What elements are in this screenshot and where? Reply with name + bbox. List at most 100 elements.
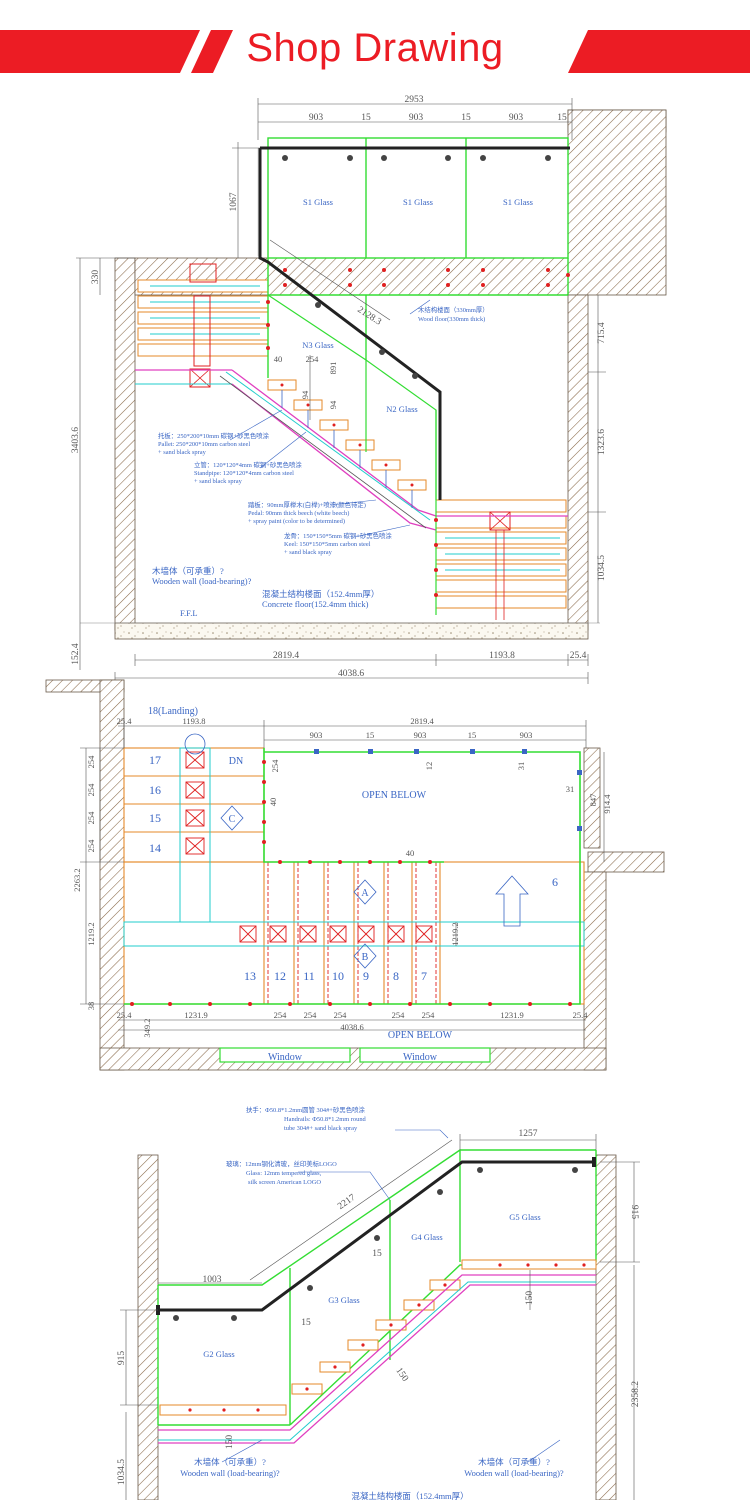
elevation-leaders xyxy=(229,299,431,538)
sec-dim-150-b: 150 xyxy=(393,1366,410,1384)
handrail-brackets xyxy=(282,155,551,379)
sec-dim-1034: 1034.5 xyxy=(117,1459,127,1485)
dim-94-b: 94 xyxy=(328,400,338,409)
dim-bottom-1193: 1193.8 xyxy=(489,651,515,661)
plan-dim-40-b: 40 xyxy=(406,848,415,858)
step-16: 16 xyxy=(149,783,161,797)
note-keel-en-1: Keel: 150*150*5mm carbon steel xyxy=(284,541,371,548)
dim-891: 891 xyxy=(328,362,338,375)
label-ffl: F.F.L xyxy=(180,608,198,618)
section-handrail xyxy=(158,1160,596,1312)
right-upper-block xyxy=(567,109,667,296)
sec-dim-150-a: 150 xyxy=(525,1291,535,1306)
note-handrail-en-2: tube 304#+ sand black spray xyxy=(284,1125,358,1132)
step-edges xyxy=(267,862,437,1004)
section-leaders xyxy=(221,1129,561,1463)
window-1 xyxy=(219,1047,351,1063)
plan-dim-b-254-e: 254 xyxy=(422,1010,436,1020)
note-pallet-en-2: + sand black spray xyxy=(158,449,207,456)
sec-dim-1257: 1257 xyxy=(519,1129,538,1139)
banner-right-bar xyxy=(568,30,750,73)
note-concrete-en: Concrete floor(152.4mm thick) xyxy=(262,599,369,609)
note-concrete-section: 混凝土结构楼面（152.4mm厚） xyxy=(351,1491,468,1500)
dim-gap-2: 15 xyxy=(461,113,471,123)
dim-h-152: 152.4 xyxy=(71,643,81,665)
section-right-wall xyxy=(595,1154,617,1500)
plan-dim-38: 38 xyxy=(86,1002,96,1011)
dn-label: DN xyxy=(229,756,243,767)
banner-left-bar xyxy=(0,30,200,73)
section-stringer-top xyxy=(158,1274,596,1431)
s1-glass-frame xyxy=(267,137,569,259)
note-wall-1-cn: 木墙体（可承重）? xyxy=(194,1457,266,1467)
step-15: 15 xyxy=(149,811,161,825)
note-pedal-cn: 踏板：90mm厚榉木(白榉)+喷漆(颜色待定) xyxy=(248,500,366,509)
header-banner: Shop Drawing xyxy=(0,0,750,100)
left-wall-hatch xyxy=(114,257,136,631)
note-pedal-en-1: Pedal: 90mm thick beech (white beech) xyxy=(248,510,349,517)
plan-dim-25: 25.4 xyxy=(117,716,133,726)
dim-bottom-4038: 4038.6 xyxy=(338,669,364,679)
elevation-dimension-lines xyxy=(76,98,606,684)
plan-dim-31-b: 31 xyxy=(566,784,575,794)
plan-glass-inner xyxy=(263,748,444,863)
marker-c-diamond xyxy=(220,805,244,831)
plan-right-upper-wall xyxy=(583,747,601,849)
note-wood-floor-en: Wood floor(330mm thick) xyxy=(418,316,485,323)
plan-dim-b-1231-b: 1231.9 xyxy=(500,1010,523,1020)
step-7: 7 xyxy=(421,969,427,983)
stringer-cyan xyxy=(225,371,431,521)
sec-dim-1003: 1003 xyxy=(203,1275,222,1285)
note-wall-2-cn: 木墙体（可承重）? xyxy=(478,1457,550,1467)
plan-bottom-wall xyxy=(99,1047,607,1071)
label-s1-glass-c: S1 Glass xyxy=(503,197,533,207)
plan-view: A B C 18(Landing) 25.4 1193.8 2819.4 903… xyxy=(45,679,665,1071)
step-11: 11 xyxy=(303,969,315,983)
note-standpipe-en-2: + sand black spray xyxy=(194,478,243,485)
marker-c: C xyxy=(229,814,236,825)
plan-dim-254-b: 254 xyxy=(86,783,96,797)
dim-seg-1: 903 xyxy=(309,113,324,123)
right-wall-hatch xyxy=(567,294,589,631)
plan-glass-outer xyxy=(124,751,581,1005)
note-wall-en: Wooden wall (load-bearing)? xyxy=(152,576,252,586)
landing-post-circle xyxy=(184,733,206,755)
dim-h-330: 330 xyxy=(91,270,101,285)
plan-clamps xyxy=(130,760,572,1006)
plan-dim-15-a: 15 xyxy=(366,730,375,740)
note-pedal-en-2: + spray paint (color to be determined) xyxy=(248,518,345,525)
note-glass-en-1: Glass: 12mm tempered glass, xyxy=(246,1170,322,1177)
note-wood-floor-cn: 木结构楼面（330mm厚） xyxy=(418,305,489,314)
window-2 xyxy=(359,1047,491,1063)
note-wall-2-en: Wooden wall (load-bearing)? xyxy=(464,1468,564,1478)
note-pallet-en-1: Pallet: 250*200*10mm carbon steel xyxy=(158,441,250,448)
dim-h-715: 715.4 xyxy=(597,322,607,344)
note-keel-en-2: + sand black spray xyxy=(284,549,333,556)
note-glass-en-2: silk screen American LOGO xyxy=(248,1179,321,1186)
section-view: 1257 915 2217 15 1003 15 150 150 915 150… xyxy=(117,1105,641,1500)
plan-dim-b-1231: 1231.9 xyxy=(184,1010,207,1020)
label-n2-glass: N2 Glass xyxy=(386,404,417,414)
label-g3-glass: G3 Glass xyxy=(328,1295,359,1305)
note-handrail-cn: 扶手：Φ50.8*1.2mm圆管 304#+砂黑色喷涂 xyxy=(246,1105,365,1114)
label-g5-glass: G5 Glass xyxy=(509,1212,540,1222)
note-keel-cn: 龙骨：150*150*5mm 碳钢+砂黑色喷涂 xyxy=(284,531,392,540)
plan-dim-847: 847 xyxy=(588,794,598,807)
plan-dim-12: 12 xyxy=(424,762,434,771)
note-standpipe-en-1: Standpipe: 120*120*4mm carbon steel xyxy=(194,470,294,477)
dim-94-a: 94 xyxy=(300,390,310,399)
section-stringer-bottom xyxy=(158,1284,596,1444)
stringer-steps xyxy=(267,379,427,508)
plan-dim-1193: 1193.8 xyxy=(182,716,205,726)
dim-40: 40 xyxy=(274,354,283,364)
stringer-magenta-lower xyxy=(231,383,437,531)
plan-right-ledge xyxy=(587,851,665,873)
note-handrail-en-1: Handrails: Φ50.8*1.2mm round xyxy=(284,1116,367,1123)
keel-vertical xyxy=(179,747,211,923)
step-6: 6 xyxy=(552,875,558,889)
concrete-slab xyxy=(114,622,589,640)
step-10: 10 xyxy=(332,969,344,983)
dim-254: 254 xyxy=(306,354,320,364)
plan-dim-254-in: 254 xyxy=(270,759,280,773)
